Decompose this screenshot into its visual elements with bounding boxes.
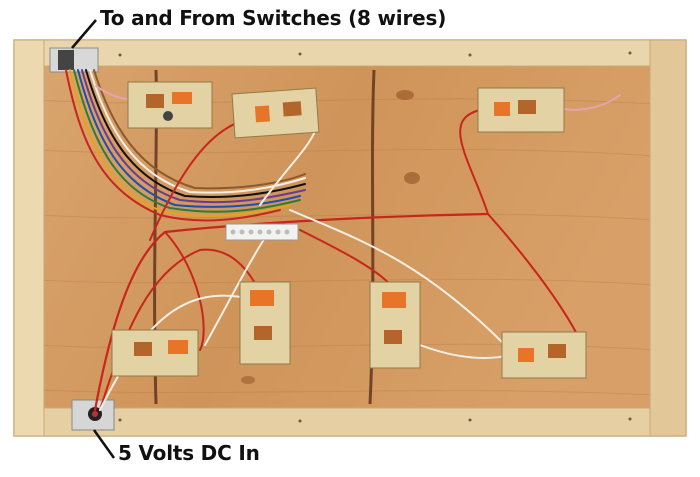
terminal-block (225, 223, 299, 241)
circuit-board-7 (501, 331, 587, 379)
power-jack (71, 399, 115, 431)
circuit-board-5 (239, 281, 291, 365)
callout-switch-wires: To and From Switches (8 wires) (100, 6, 447, 30)
circuit-board-3 (477, 87, 565, 133)
circuit-board-6 (369, 281, 421, 369)
circuit-board-1 (127, 81, 213, 129)
callout-leaders (71, 19, 116, 459)
wires (65, 69, 621, 412)
circuit-board-4 (111, 329, 199, 377)
switch-wire-connector (49, 47, 99, 73)
callout-power-input: 5 Volts DC In (118, 441, 260, 465)
circuit-board-2 (231, 87, 320, 139)
frame-rails (13, 39, 687, 437)
